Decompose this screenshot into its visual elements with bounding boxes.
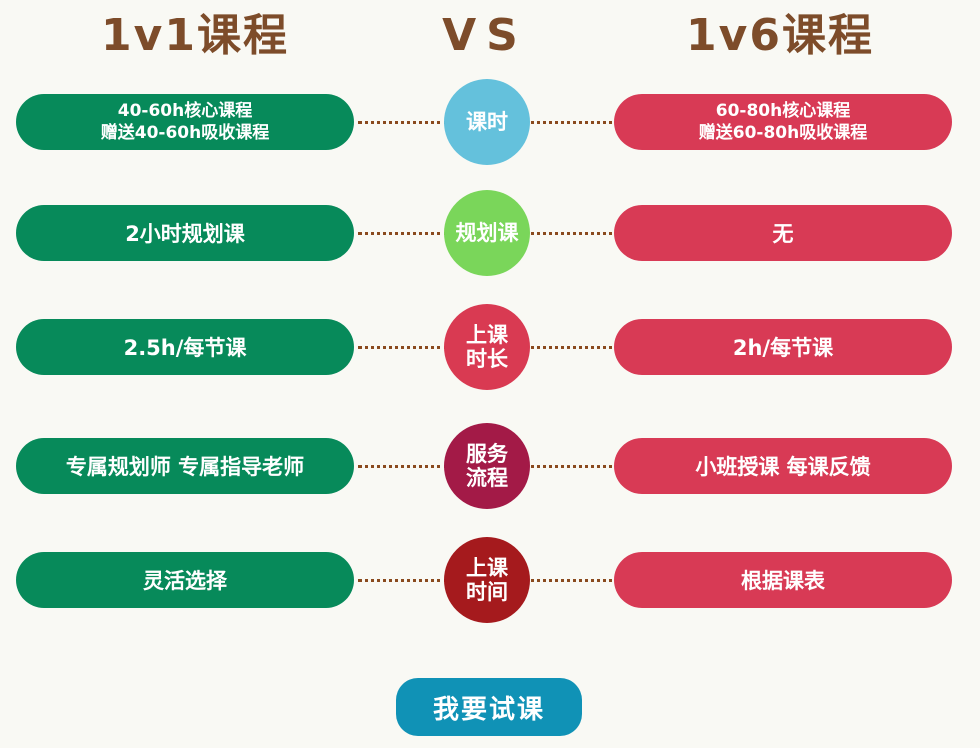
left-pill-schedule: 灵活选择 bbox=[16, 552, 354, 608]
center-circle-hours-label: 课时 bbox=[466, 110, 508, 134]
title-1v1: 1v1课程 bbox=[101, 10, 289, 61]
dotted-connector-right bbox=[526, 465, 612, 468]
center-circle-service-line2: 流程 bbox=[466, 466, 508, 490]
dotted-connector-left bbox=[358, 232, 448, 235]
right-pill-duration: 2h/每节课 bbox=[614, 319, 952, 375]
compare-row-schedule: 灵活选择 上课 时间 根据课表 bbox=[0, 537, 980, 623]
left-pill-planning: 2小时规划课 bbox=[16, 205, 354, 261]
left-pill-hours-line2: 赠送40-60h吸收课程 bbox=[100, 123, 270, 143]
dotted-connector-right bbox=[526, 232, 612, 235]
left-pill-service: 专属规划师 专属指导老师 bbox=[16, 438, 354, 494]
center-circle-schedule-line2: 时间 bbox=[466, 580, 508, 604]
right-pill-service: 小班授课 每课反馈 bbox=[614, 438, 952, 494]
center-circle-schedule: 上课 时间 bbox=[444, 537, 530, 623]
dotted-connector-right bbox=[526, 346, 612, 349]
right-pill-hours-line2: 赠送60-80h吸收课程 bbox=[698, 123, 868, 143]
title-vs: VS bbox=[442, 10, 528, 61]
center-circle-duration: 上课 时长 bbox=[444, 304, 530, 390]
center-circle-service: 服务 流程 bbox=[444, 423, 530, 509]
left-pill-hours: 40-60h核心课程 赠送40-60h吸收课程 bbox=[16, 94, 354, 150]
center-circle-planning-label: 规划课 bbox=[455, 221, 519, 245]
center-circle-schedule-line1: 上课 bbox=[466, 556, 508, 580]
right-pill-hours: 60-80h核心课程 赠送60-80h吸收课程 bbox=[614, 94, 952, 150]
center-circle-planning: 规划课 bbox=[444, 190, 530, 276]
dotted-connector-left bbox=[358, 346, 448, 349]
compare-row-hours: 40-60h核心课程 赠送40-60h吸收课程 课时 60-80h核心课程 赠送… bbox=[0, 79, 980, 165]
right-pill-schedule: 根据课表 bbox=[614, 552, 952, 608]
center-circle-hours: 课时 bbox=[444, 79, 530, 165]
compare-row-service: 专属规划师 专属指导老师 服务 流程 小班授课 每课反馈 bbox=[0, 423, 980, 509]
trial-class-button[interactable]: 我要试课 bbox=[396, 678, 582, 736]
compare-row-planning: 2小时规划课 规划课 无 bbox=[0, 190, 980, 276]
left-pill-duration: 2.5h/每节课 bbox=[16, 319, 354, 375]
right-pill-planning: 无 bbox=[614, 205, 952, 261]
center-circle-duration-line1: 上课 bbox=[466, 323, 508, 347]
dotted-connector-left bbox=[358, 579, 448, 582]
dotted-connector-left bbox=[358, 465, 448, 468]
left-pill-hours-line1: 40-60h核心课程 bbox=[117, 101, 253, 121]
center-circle-duration-line2: 时长 bbox=[466, 347, 508, 371]
dotted-connector-left bbox=[358, 121, 448, 124]
right-pill-hours-line1: 60-80h核心课程 bbox=[715, 101, 851, 121]
dotted-connector-right bbox=[526, 579, 612, 582]
dotted-connector-right bbox=[526, 121, 612, 124]
center-circle-service-line1: 服务 bbox=[466, 442, 508, 466]
title-1v6: 1v6课程 bbox=[686, 10, 874, 61]
compare-row-duration: 2.5h/每节课 上课 时长 2h/每节课 bbox=[0, 304, 980, 390]
